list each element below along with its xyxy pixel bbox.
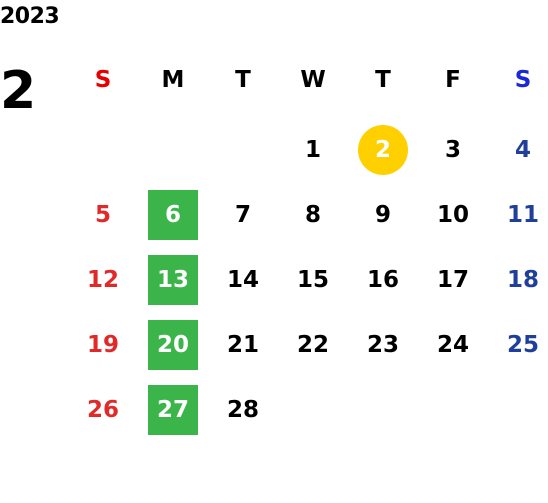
day-cell[interactable]: 27 [148, 385, 198, 435]
day-cell[interactable]: 9 [374, 202, 391, 228]
day-cell[interactable]: 15 [296, 267, 329, 293]
day-cell[interactable]: 7 [234, 202, 251, 228]
day-cell[interactable]: 25 [506, 332, 539, 358]
week-row: 1 2 3 4 [68, 125, 548, 175]
weekday-header: S M T W T F S [68, 55, 548, 105]
day-cell[interactable]: 12 [86, 267, 119, 293]
weekday-thursday: T [375, 67, 391, 93]
day-cell[interactable]: 2 [358, 125, 408, 175]
weekday-monday: M [161, 67, 185, 93]
day-cell[interactable]: 5 [94, 202, 111, 228]
day-cell[interactable]: 23 [366, 332, 399, 358]
day-cell[interactable]: 17 [436, 267, 469, 293]
day-cell[interactable]: 6 [148, 190, 198, 240]
day-cell[interactable]: 3 [444, 137, 461, 163]
day-cell[interactable]: 22 [296, 332, 329, 358]
weekday-wednesday: W [300, 67, 326, 93]
day-cell[interactable]: 16 [366, 267, 399, 293]
day-cell[interactable]: 8 [304, 202, 321, 228]
day-cell[interactable]: 10 [436, 202, 469, 228]
weekday-friday: F [445, 67, 461, 93]
day-cell[interactable]: 26 [86, 397, 119, 423]
week-row: 19 20 21 22 23 24 25 [68, 320, 548, 370]
week-row: 5 6 7 8 9 10 11 [68, 190, 548, 240]
day-cell[interactable]: 4 [514, 137, 531, 163]
week-row: 26 27 28 [68, 385, 548, 435]
day-cell[interactable]: 28 [226, 397, 259, 423]
day-cell[interactable]: 11 [506, 202, 539, 228]
weekday-tuesday: T [235, 67, 251, 93]
day-cell[interactable]: 1 [304, 137, 321, 163]
day-cell[interactable]: 20 [148, 320, 198, 370]
year-label: 2023 [0, 4, 60, 29]
day-cell[interactable]: 24 [436, 332, 469, 358]
month-label: 2 [0, 61, 37, 121]
day-cell[interactable]: 18 [506, 267, 539, 293]
weekday-sunday: S [94, 67, 112, 93]
day-cell[interactable]: 13 [148, 255, 198, 305]
day-cell[interactable]: 21 [226, 332, 259, 358]
day-cell[interactable]: 14 [226, 267, 259, 293]
weekday-saturday: S [514, 67, 532, 93]
day-cell[interactable]: 19 [86, 332, 119, 358]
week-row: 12 13 14 15 16 17 18 [68, 255, 548, 305]
